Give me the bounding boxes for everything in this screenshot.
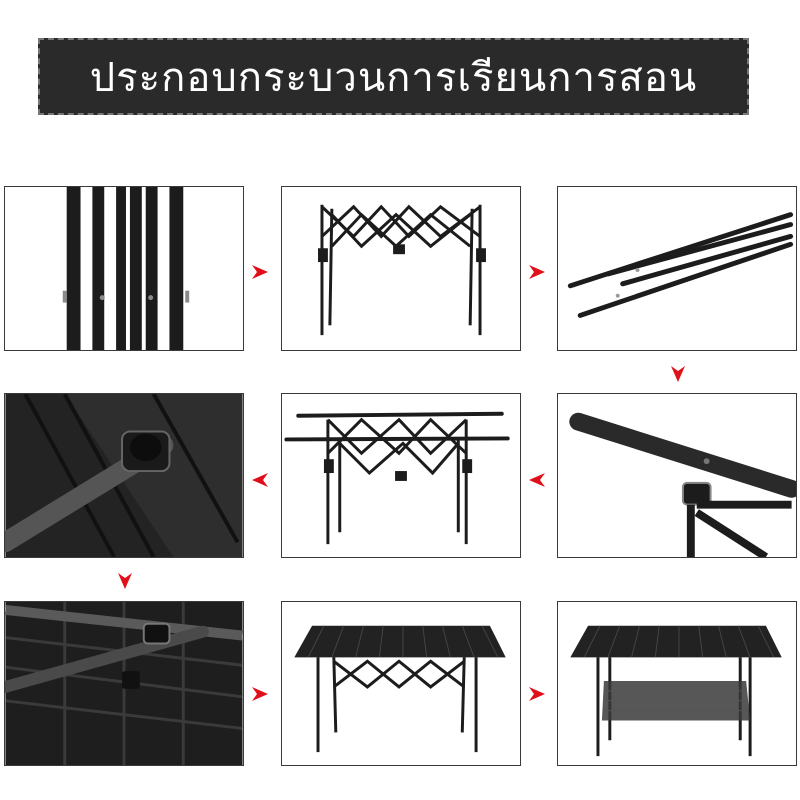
arrow-left-2 xyxy=(527,470,547,490)
arrow-right-4 xyxy=(527,684,547,704)
step-2-photo xyxy=(281,186,521,351)
arrow-right-3 xyxy=(250,684,270,704)
step-4-photo xyxy=(557,393,797,558)
step-6-photo xyxy=(4,393,244,558)
arrow-right-2 xyxy=(527,262,547,282)
arrow-right-1 xyxy=(250,262,270,282)
arrow-down-1 xyxy=(668,364,688,384)
step-3-photo xyxy=(557,186,797,351)
step-8-photo xyxy=(281,601,521,766)
arrow-down-2 xyxy=(115,571,135,591)
title-banner: ประกอบกระบวนการเรียนการสอน xyxy=(38,38,749,115)
arrow-left-1 xyxy=(250,470,270,490)
step-9-photo xyxy=(557,601,797,766)
step-5-photo xyxy=(281,393,521,558)
banner-title: ประกอบกระบวนการเรียนการสอน xyxy=(89,54,698,101)
step-7-photo xyxy=(4,601,244,766)
step-1-photo xyxy=(4,186,244,351)
